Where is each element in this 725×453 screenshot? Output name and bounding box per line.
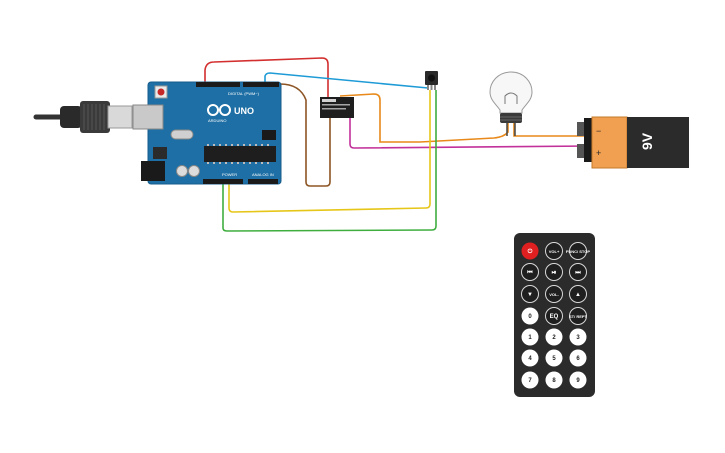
wire-yellow[interactable]	[228, 90, 431, 213]
remote-button-label: 5	[552, 356, 556, 362]
wire-orange-2[interactable]	[513, 120, 590, 137]
remote-button-label: 3	[576, 335, 580, 341]
remote-button-label: VOL+	[549, 249, 560, 254]
remote-button-down[interactable]: ▼	[521, 285, 539, 303]
remote-button-label: 2	[552, 335, 556, 341]
arduino-uno-board[interactable]: UNO ARDUINO DIGITAL (PWM~) ANALOG IN POW…	[132, 81, 282, 185]
analog-label: ANALOG IN	[252, 172, 274, 177]
remote-button-label: 9	[576, 378, 580, 384]
wire-brown[interactable]	[279, 83, 331, 187]
remote-button-label: ⏭	[575, 270, 581, 276]
icsp-header	[262, 130, 276, 140]
remote-button-label: 8	[552, 378, 556, 384]
remote-button-label: 0	[528, 314, 532, 320]
remote-button-label: 7	[528, 378, 532, 384]
battery-minus-label: −	[596, 126, 601, 136]
light-bulb[interactable]	[489, 71, 533, 136]
digital-header-right	[243, 82, 279, 87]
remote-button-label: ⏻	[528, 248, 533, 255]
remote-button-power[interactable]: ⏻	[521, 242, 539, 260]
analog-header	[248, 179, 278, 184]
remote-button-label: ▼	[527, 292, 533, 298]
crystal	[170, 129, 194, 140]
remote-button-play-pause[interactable]: ⏯	[545, 263, 563, 281]
atmega-chip	[204, 146, 276, 162]
remote-button-prev[interactable]: ⏮	[521, 263, 539, 281]
arduino-logo-icon	[207, 104, 231, 116]
battery-terminal-neg	[577, 122, 585, 136]
remote-button-seven[interactable]: 7	[521, 371, 539, 389]
wire-blue[interactable]	[264, 72, 429, 89]
usb-port	[132, 104, 164, 130]
digital-label: DIGITAL (PWM~)	[228, 91, 260, 96]
wire-orange[interactable]	[339, 93, 509, 143]
battery-9v[interactable]: − + 9V	[577, 116, 689, 169]
wires	[204, 57, 593, 232]
ir-remote[interactable]: ⏻ VOL+ FUNC/ STOP ⏮ ⏯ ⏭ ▼ VOL- ▲ 0 EQ ST/ REPT 1 2 3 4 5…	[514, 233, 595, 397]
digital-header-left	[196, 82, 240, 87]
wire-red[interactable]	[204, 57, 329, 100]
remote-button-func-stop[interactable]: FUNC/ STOP	[566, 242, 590, 260]
remote-button-label: 4	[528, 356, 532, 362]
remote-button-next[interactable]: ⏭	[569, 263, 587, 281]
power-jack	[141, 161, 165, 181]
remote-button-four[interactable]: 4	[521, 349, 539, 367]
wire-magenta[interactable]	[349, 110, 593, 149]
remote-button-grid: ⏻ VOL+ FUNC/ STOP ⏮ ⏯ ⏭ ▼ VOL- ▲ 0 EQ ST/ REPT 1 2 3 4 5…	[521, 242, 590, 389]
remote-button-label: 1	[528, 335, 532, 341]
remote-button-five[interactable]: 5	[545, 349, 563, 367]
power-header	[203, 179, 243, 184]
remote-button-label: VOL-	[549, 292, 559, 297]
remote-button-vol-up[interactable]: VOL+	[545, 242, 563, 260]
remote-button-label: EQ	[550, 314, 559, 320]
relay-module[interactable]	[320, 97, 354, 118]
remote-button-one[interactable]: 1	[521, 328, 539, 346]
remote-button-label: FUNC/ STOP	[566, 249, 590, 254]
remote-button-vol-down[interactable]: VOL-	[545, 285, 563, 303]
remote-button-nine[interactable]: 9	[569, 371, 587, 389]
bulb-socket	[500, 113, 522, 123]
arduino-logo-text: ARDUINO	[208, 118, 226, 123]
capacitor-1	[176, 165, 188, 177]
battery-voltage-label: 9V	[639, 132, 655, 150]
remote-button-eq[interactable]: EQ	[545, 307, 563, 325]
remote-button-two[interactable]: 2	[545, 328, 563, 346]
remote-button-st-rept[interactable]: ST/ REPT	[569, 307, 588, 325]
battery-plus-label: +	[596, 148, 601, 158]
capacitor-2	[188, 165, 200, 177]
remote-button-eight[interactable]: 8	[545, 371, 563, 389]
remote-button-label: 6	[576, 356, 580, 362]
remote-button-three[interactable]: 3	[569, 328, 587, 346]
ir-receiver[interactable]	[425, 71, 438, 90]
remote-button-label: ⏯	[552, 270, 557, 276]
arduino-model-text: UNO	[234, 106, 254, 116]
remote-button-label: ST/ REPT	[569, 314, 588, 319]
remote-button-up[interactable]: ▲	[569, 285, 587, 303]
battery-terminal-pos	[577, 144, 585, 158]
wire-green[interactable]	[222, 90, 437, 232]
voltage-regulator	[153, 147, 167, 159]
remote-button-label: ▲	[575, 292, 581, 298]
remote-button-zero[interactable]: 0	[521, 307, 539, 325]
remote-button-label: ⏮	[527, 270, 533, 276]
remote-button-six[interactable]: 6	[569, 349, 587, 367]
usb-cable[interactable]	[33, 101, 133, 133]
power-label: POWER	[222, 172, 237, 177]
